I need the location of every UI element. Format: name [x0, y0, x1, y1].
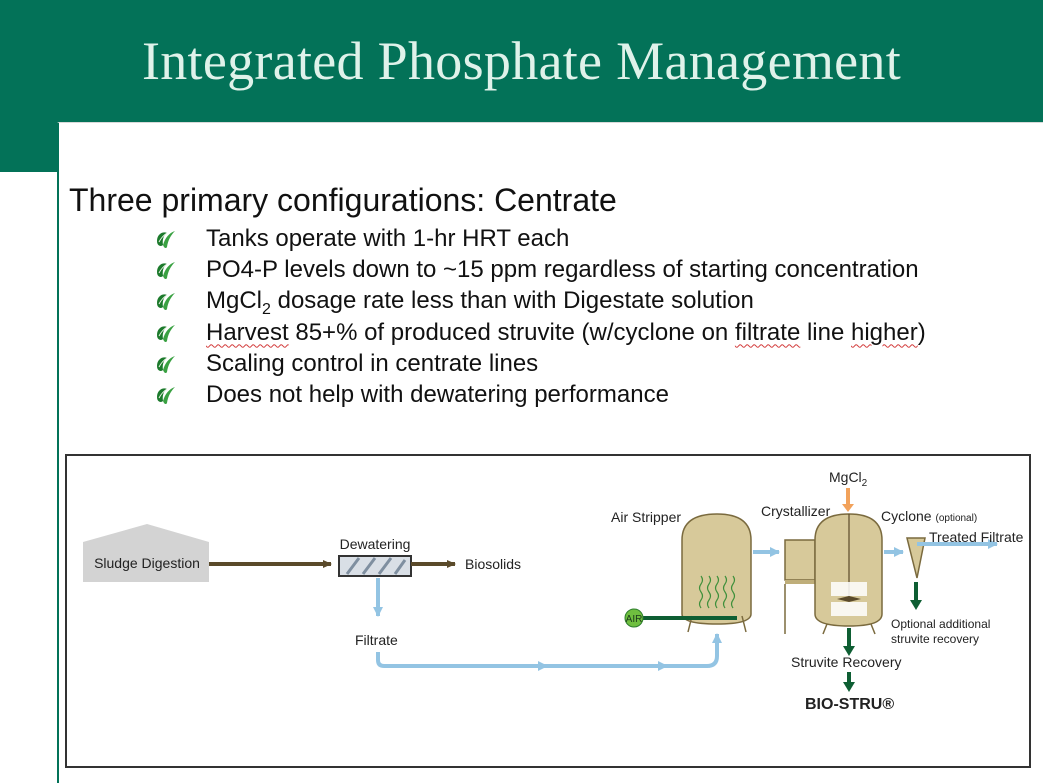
- bullet-item: MgCl2 dosage rate less than with Digesta…: [154, 285, 926, 319]
- crystallizer-label: Crystallizer: [761, 503, 831, 519]
- bullet-text: Does not help with dewatering performanc…: [206, 380, 669, 408]
- treated-filtrate-label: Treated Filtrate: [929, 529, 1024, 545]
- bullet-item: Harvest 85+% of produced struvite (w/cyc…: [154, 317, 926, 348]
- process-diagram-svg: Sludge Digestion Dewatering Biosolids Fi…: [83, 469, 1024, 713]
- filtrate-to-stripper-line: [376, 633, 722, 668]
- biosolids-label: Biosolids: [465, 556, 521, 572]
- optional-recovery-line1: Optional additional: [891, 617, 990, 631]
- dewatering-unit: Dewatering: [338, 536, 412, 577]
- dewatering-label: Dewatering: [340, 536, 411, 552]
- arrow-head: [843, 646, 855, 656]
- mgcl2-arrow-head: [842, 504, 854, 512]
- leaf-check-icon: [154, 386, 176, 406]
- bullet-list: Tanks operate with 1-hr HRT each PO4-P l…: [154, 223, 926, 410]
- sludge-digestion-label: Sludge Digestion: [94, 555, 200, 571]
- optional-recovery-line2: struvite recovery: [891, 632, 979, 646]
- mgcl2-label: MgCl2: [829, 469, 868, 489]
- leaf-check-icon: [154, 355, 176, 375]
- arrow-head: [910, 600, 922, 610]
- leaf-check-icon: [154, 292, 176, 312]
- crystallizer-tank: Crystallizer: [761, 503, 883, 635]
- subtitle: Three primary configurations: Centrate: [69, 182, 617, 218]
- struvite-recovery-label: Struvite Recovery: [791, 654, 901, 670]
- sludge-digestion-building: Sludge Digestion: [83, 524, 209, 582]
- bullet-item: Tanks operate with 1-hr HRT each: [154, 223, 926, 254]
- air-stripper-label: Air Stripper: [611, 509, 681, 525]
- bullet-text: MgCl2 dosage rate less than with Digesta…: [206, 287, 754, 319]
- leaf-check-icon: [154, 324, 176, 344]
- bullet-text: PO4-P levels down to ~15 ppm regardless …: [206, 256, 919, 284]
- bullet-item: PO4-P levels down to ~15 ppm regardless …: [154, 254, 926, 285]
- air-label: AIR: [626, 614, 643, 625]
- cyclone-unit: Cyclone (optional): [881, 508, 977, 579]
- leaf-check-icon: [154, 230, 176, 250]
- filtrate-label: Filtrate: [355, 632, 398, 648]
- bio-stru-logo: BIO-STRU®: [805, 696, 894, 713]
- bullet-item: Scaling control in centrate lines: [154, 348, 926, 379]
- cyclone-label: Cyclone (optional): [881, 508, 977, 524]
- slide-title: Integrated Phosphate Management: [141, 31, 902, 91]
- bullet-item: Does not help with dewatering performanc…: [154, 379, 926, 410]
- arrow-head: [843, 682, 855, 692]
- left-margin: [0, 172, 58, 776]
- process-diagram: Sludge Digestion Dewatering Biosolids Fi…: [65, 454, 1031, 768]
- bullet-text: Tanks operate with 1-hr HRT each: [206, 225, 570, 252]
- bullet-text: Scaling control in centrate lines: [206, 349, 539, 377]
- leaf-check-icon: [154, 261, 176, 281]
- air-stripper-tank: Air Stripper AIR: [611, 509, 752, 633]
- bullet-text: Harvest 85+% of produced struvite (w/cyc…: [206, 318, 926, 346]
